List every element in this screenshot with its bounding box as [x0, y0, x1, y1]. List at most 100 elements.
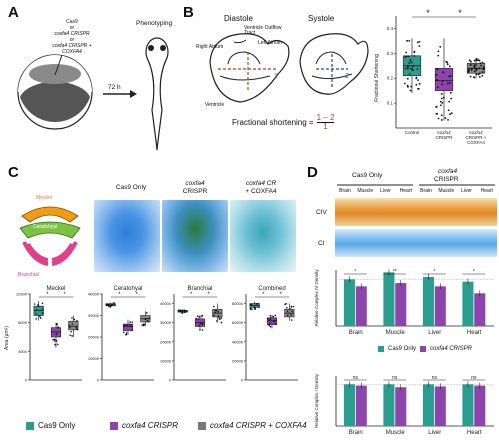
data-point — [478, 59, 481, 62]
bar — [422, 277, 434, 326]
x-tick-label: Heart — [467, 330, 482, 336]
data-point — [469, 63, 472, 66]
data-point — [437, 50, 440, 53]
data-point — [68, 324, 71, 327]
cartilage-diagram — [19, 206, 81, 266]
data-point — [218, 317, 221, 319]
data-point — [178, 309, 180, 312]
data-point — [468, 59, 471, 62]
y-tick-label: 10000 — [88, 356, 100, 361]
significance-mark: ns — [353, 375, 359, 381]
data-point — [473, 65, 476, 68]
plot-title: Combined — [258, 286, 285, 292]
data-point — [436, 79, 438, 81]
label-ventricle: Ventricle — [205, 102, 225, 108]
panel-letter-a: A — [8, 4, 19, 21]
y-tick-label: 0 — [241, 378, 244, 383]
data-point — [469, 75, 472, 78]
meckel-shape — [21, 206, 79, 223]
data-point — [436, 112, 439, 115]
data-point — [406, 84, 409, 87]
data-point — [406, 77, 409, 80]
diastole-label: Diastole — [224, 14, 253, 23]
data-point — [76, 319, 78, 322]
data-point — [198, 316, 201, 318]
data-point — [113, 301, 115, 304]
data-point — [417, 87, 420, 90]
y-axis-label: Area (μm²) — [4, 326, 10, 350]
significance-mark: ns — [471, 375, 477, 381]
group-brackets — [337, 184, 495, 186]
data-point — [216, 320, 218, 322]
blot-ci — [335, 229, 497, 257]
legend-d-coxfa4: coxfa4 CRISPR — [420, 346, 472, 352]
bar — [355, 385, 367, 426]
larva-illustration — [145, 37, 169, 151]
panel-letter-d: D — [307, 164, 318, 181]
data-point — [440, 119, 443, 121]
panel-letter-c: C — [8, 164, 19, 181]
data-point — [446, 82, 449, 85]
data-point — [35, 318, 37, 320]
significance-mark: * — [262, 292, 265, 298]
bar — [434, 386, 446, 426]
data-point — [440, 114, 443, 117]
data-point — [445, 60, 448, 63]
data-point — [214, 311, 216, 314]
significance-mark: * — [63, 292, 66, 298]
data-point — [450, 97, 453, 100]
data-point — [415, 77, 418, 80]
data-point — [220, 317, 222, 319]
y-tick-label: 0 — [169, 378, 172, 383]
label-right-atrium: Right Atrium — [196, 44, 224, 50]
data-point — [410, 67, 412, 70]
data-point — [196, 315, 199, 317]
bar — [355, 286, 367, 326]
x-tick-label: Liver — [428, 430, 441, 436]
y-tick-label: 0.3 — [387, 51, 394, 56]
y-tick-label: 20000 — [232, 358, 244, 363]
x-tick-label: Brain — [349, 330, 363, 336]
data-point — [441, 80, 444, 83]
svg-text:2: 2 — [345, 73, 349, 80]
data-point — [412, 65, 414, 68]
data-point — [449, 113, 451, 116]
data-point — [478, 67, 481, 70]
cartilage-boxplots: 04000800012000**Meckel010000200003000040… — [4, 286, 298, 383]
y-tick-label: 60000 — [232, 320, 244, 325]
phenotyping-label: Phenotyping — [136, 20, 173, 27]
fs-formula: Fractional shortening = 1 – 2 1 — [232, 113, 335, 131]
data-point — [255, 303, 258, 305]
data-point — [473, 70, 476, 73]
data-point — [405, 51, 408, 54]
data-point — [448, 65, 451, 68]
data-point — [124, 325, 126, 327]
legend-swatch-teal — [26, 421, 34, 430]
significance-mark: * — [190, 292, 193, 298]
data-point — [144, 318, 147, 321]
y-tick-label: 0 — [25, 378, 28, 383]
heart-systole: 2 — [299, 33, 369, 95]
data-point — [122, 331, 125, 334]
significance-mark: * — [118, 292, 121, 298]
data-point — [41, 302, 44, 305]
data-point — [418, 45, 421, 48]
bar — [422, 384, 434, 426]
data-point — [250, 303, 253, 306]
data-point — [274, 323, 277, 326]
data-point — [71, 335, 73, 337]
data-point — [109, 306, 112, 308]
data-point — [106, 303, 109, 306]
branchial-label: Branchial — [18, 272, 39, 278]
data-point — [41, 312, 44, 314]
data-point — [408, 39, 411, 42]
x-tick-label: CRISPR — [435, 135, 453, 140]
data-point — [410, 61, 413, 64]
data-point — [269, 316, 272, 319]
data-point — [56, 343, 59, 346]
needle-line — [54, 54, 63, 76]
data-point — [417, 79, 419, 81]
data-point — [404, 56, 407, 59]
data-point — [38, 315, 41, 317]
